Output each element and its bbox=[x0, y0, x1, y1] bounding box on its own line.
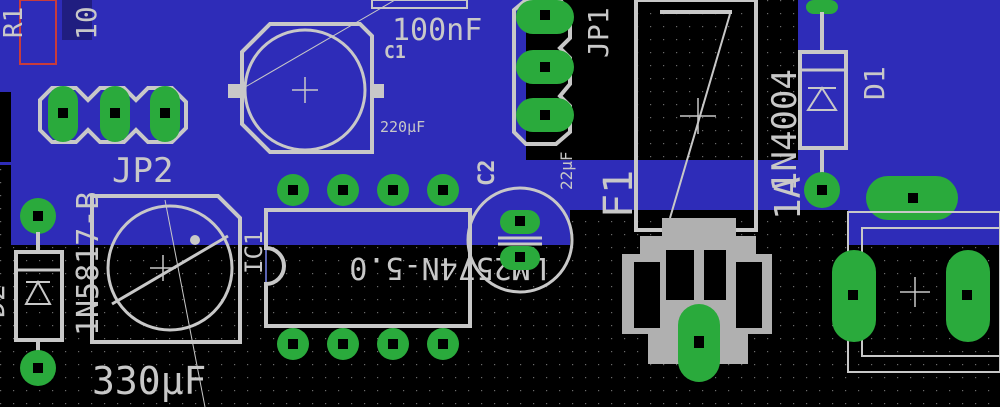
header-jp1[interactable]: JP1 bbox=[512, 0, 615, 146]
copper-pour-top bbox=[0, 0, 1000, 245]
jp2-label: JP2 bbox=[112, 151, 173, 191]
c3-value: 330µF bbox=[92, 359, 206, 403]
ic1-label: IC1 bbox=[240, 231, 268, 274]
d1-value: 1N4004 bbox=[765, 69, 805, 192]
d1-label: D1 bbox=[858, 66, 891, 100]
f1-label: F1 bbox=[596, 170, 642, 218]
header-jp2[interactable]: JP2 bbox=[38, 86, 188, 191]
diode-d2[interactable]: D2 1N5817-B bbox=[0, 192, 106, 387]
r1-value: 10 bbox=[70, 6, 103, 40]
fuse-holder-f1[interactable]: F1 1A bbox=[596, 0, 809, 232]
cap-100nf-value: 100nF bbox=[392, 13, 482, 48]
fuse-clip[interactable] bbox=[622, 218, 772, 382]
c1-label: C1 bbox=[384, 42, 406, 63]
capacitor-c3[interactable]: 330µF bbox=[90, 194, 242, 407]
regulator-ic1[interactable]: LM2574N-5.0 IC1 bbox=[240, 174, 548, 360]
copper-cutout-edge bbox=[0, 92, 11, 162]
c1-value: 220µF bbox=[380, 118, 425, 136]
r1-label: R1 bbox=[0, 7, 29, 38]
d2-label: D2 bbox=[0, 284, 11, 318]
cap-22uf-value: 22µF bbox=[557, 151, 576, 190]
capacitor-c1[interactable]: C1 220µF bbox=[228, 0, 425, 154]
jp1-label: JP1 bbox=[582, 7, 615, 58]
power-connector[interactable] bbox=[832, 176, 1000, 373]
diode-d1[interactable]: D1 1N4004 bbox=[765, 0, 891, 208]
resistor-r1[interactable]: R1 10 bbox=[0, 0, 103, 65]
capacitor-c2[interactable]: C2 bbox=[466, 160, 574, 294]
f1-value: 1A bbox=[768, 176, 809, 220]
c2-label: C2 bbox=[475, 160, 500, 187]
d2-value: 1N5817-B bbox=[71, 192, 106, 337]
